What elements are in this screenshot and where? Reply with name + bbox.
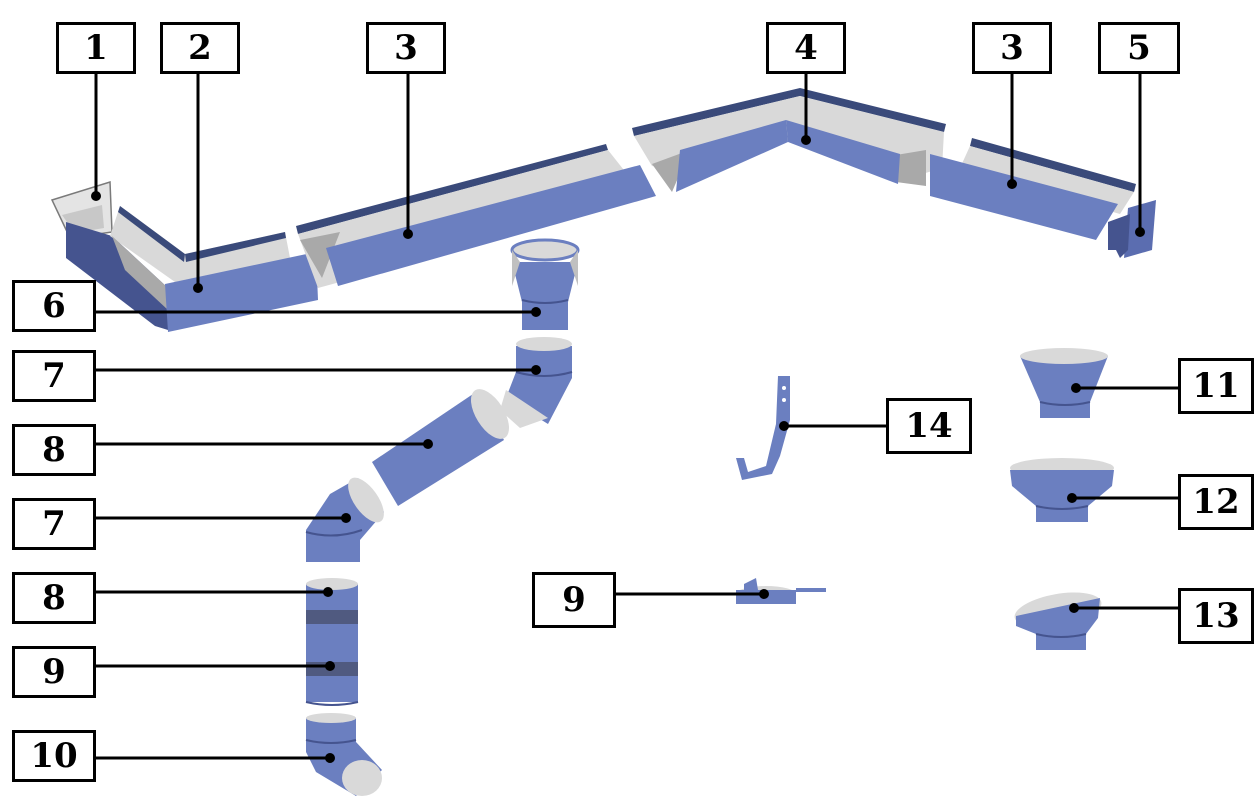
leader-lines	[94, 72, 1180, 760]
label-2: 2	[160, 22, 240, 74]
funnel-angled	[1014, 592, 1102, 650]
outlet-funnel	[510, 238, 580, 330]
pipe-angled	[372, 389, 510, 506]
pipe-vertical	[305, 578, 359, 706]
label-6: 6	[12, 280, 96, 332]
label-7-lower: 7	[12, 498, 96, 550]
label-12: 12	[1178, 474, 1254, 530]
elbow-upper	[500, 337, 573, 428]
gutter-section-left	[296, 144, 656, 288]
gutter-end-piece	[1108, 200, 1156, 258]
label-9-left: 9	[12, 646, 96, 698]
label-3-left: 3	[366, 22, 446, 74]
label-7-upper: 7	[12, 350, 96, 402]
label-13: 13	[1178, 588, 1254, 644]
label-9-center: 9	[532, 572, 616, 628]
label-3-right: 3	[972, 22, 1052, 74]
label-8-upper: 8	[12, 424, 96, 476]
funnel-conical	[1020, 348, 1108, 418]
gutter-outer-corner	[632, 88, 946, 192]
gutter-section-right	[930, 138, 1136, 240]
drain-outlet-elbow	[305, 713, 382, 796]
label-10: 10	[12, 730, 96, 782]
label-4: 4	[766, 22, 846, 74]
label-1: 1	[56, 22, 136, 74]
label-11: 11	[1178, 358, 1254, 414]
label-5: 5	[1098, 22, 1180, 74]
funnel-wide	[1010, 458, 1114, 522]
label-14: 14	[886, 398, 972, 454]
gutter-run	[50, 88, 1156, 332]
label-8-lower: 8	[12, 572, 96, 624]
pipe-clamp	[736, 578, 826, 604]
gutter-hook-bracket	[736, 376, 790, 480]
leader-dots	[91, 135, 1145, 763]
